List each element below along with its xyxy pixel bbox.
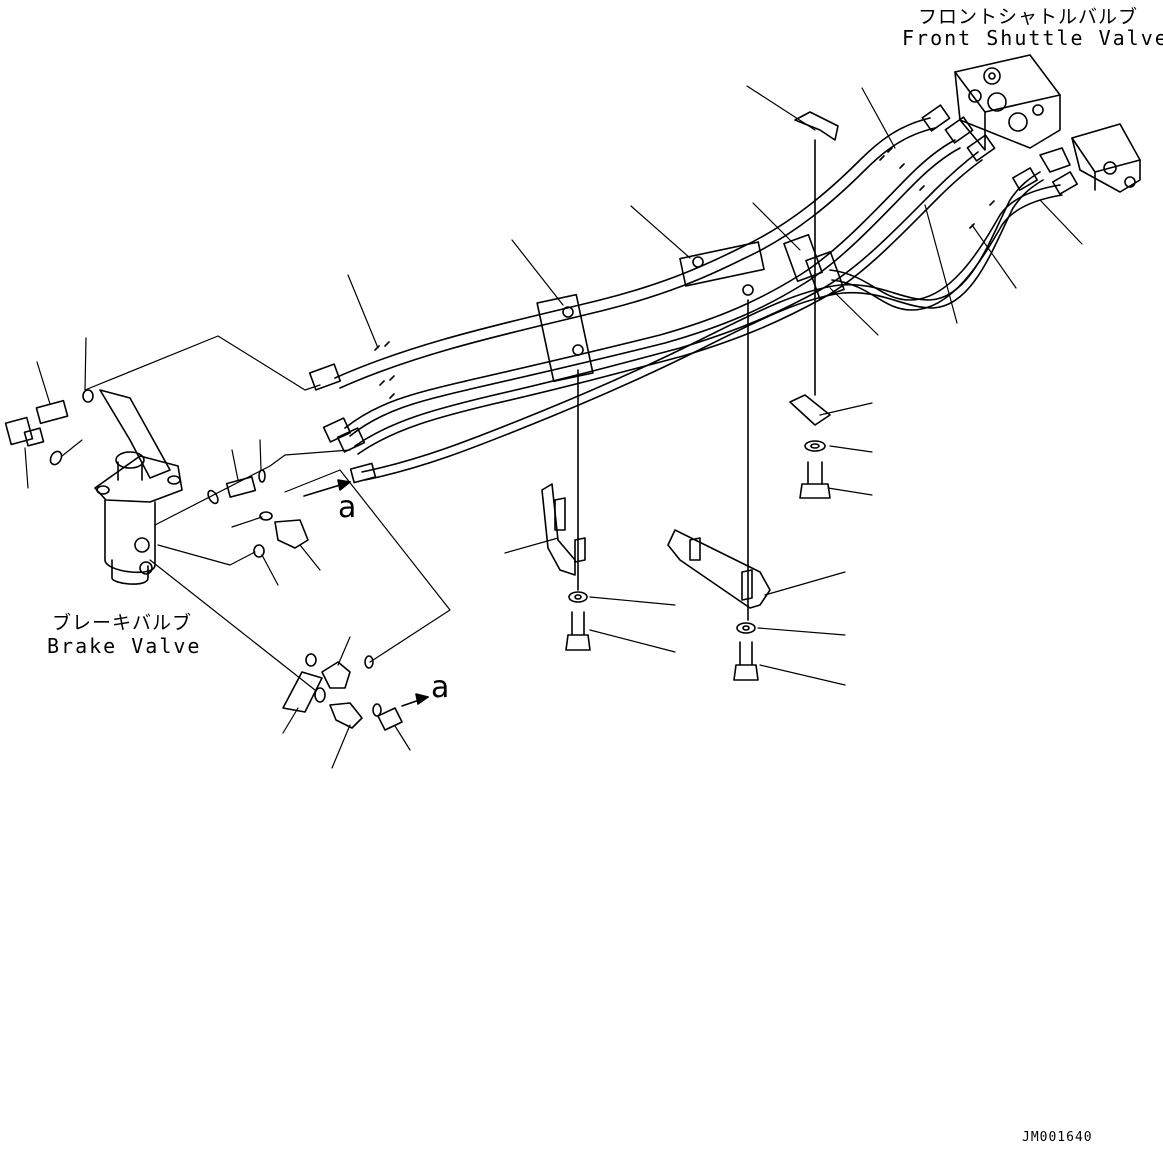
leader-lines: [24, 85, 1083, 769]
view-marker-a-upper: a: [338, 490, 357, 525]
view-arrows: [303, 479, 429, 707]
brake-valve: [94, 389, 183, 585]
view-marker-a-lower: a: [431, 670, 450, 705]
brackets-and-bolts: [541, 111, 839, 681]
front-shuttle-valve: [954, 54, 1141, 193]
connector-outlines: [84, 335, 451, 691]
brake-valve-label-jp: ブレーキバルブ: [52, 612, 193, 634]
brake-valve-label-en: Brake Valve: [47, 634, 202, 658]
hose-bundle: [308, 104, 1078, 484]
drawing-code: JM001640: [1022, 1130, 1093, 1145]
front-shuttle-valve-label-en: Front Shuttle Valve: [902, 26, 1163, 50]
fittings-left: [4, 389, 403, 731]
front-shuttle-valve-label-jp: フロントシャトルバルブ: [918, 6, 1139, 28]
